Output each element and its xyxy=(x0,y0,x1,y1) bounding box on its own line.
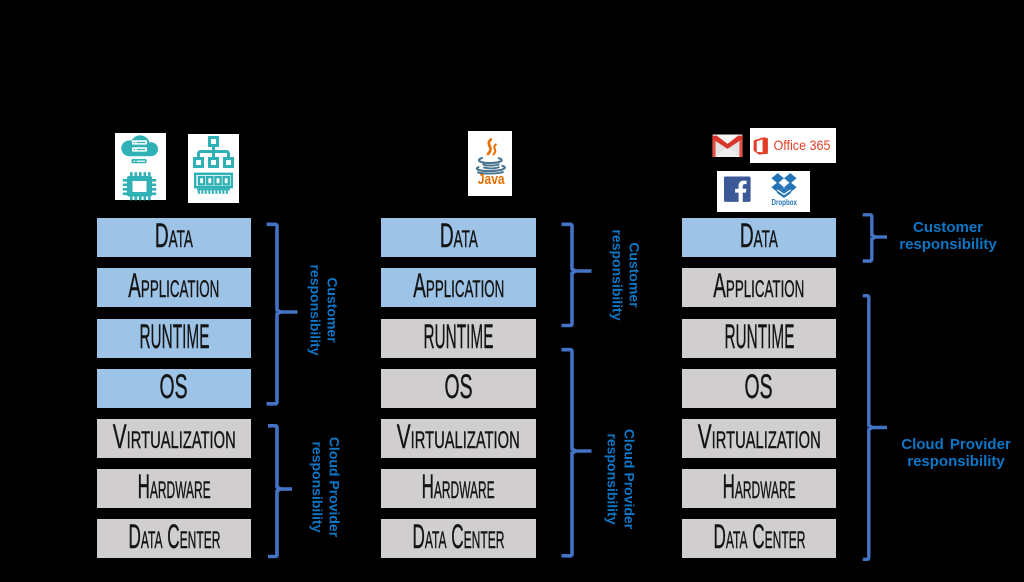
svg-text:Dropbox: Dropbox xyxy=(772,197,798,207)
svg-text:Office 365: Office 365 xyxy=(773,138,830,153)
svg-text:Java: Java xyxy=(478,171,505,188)
